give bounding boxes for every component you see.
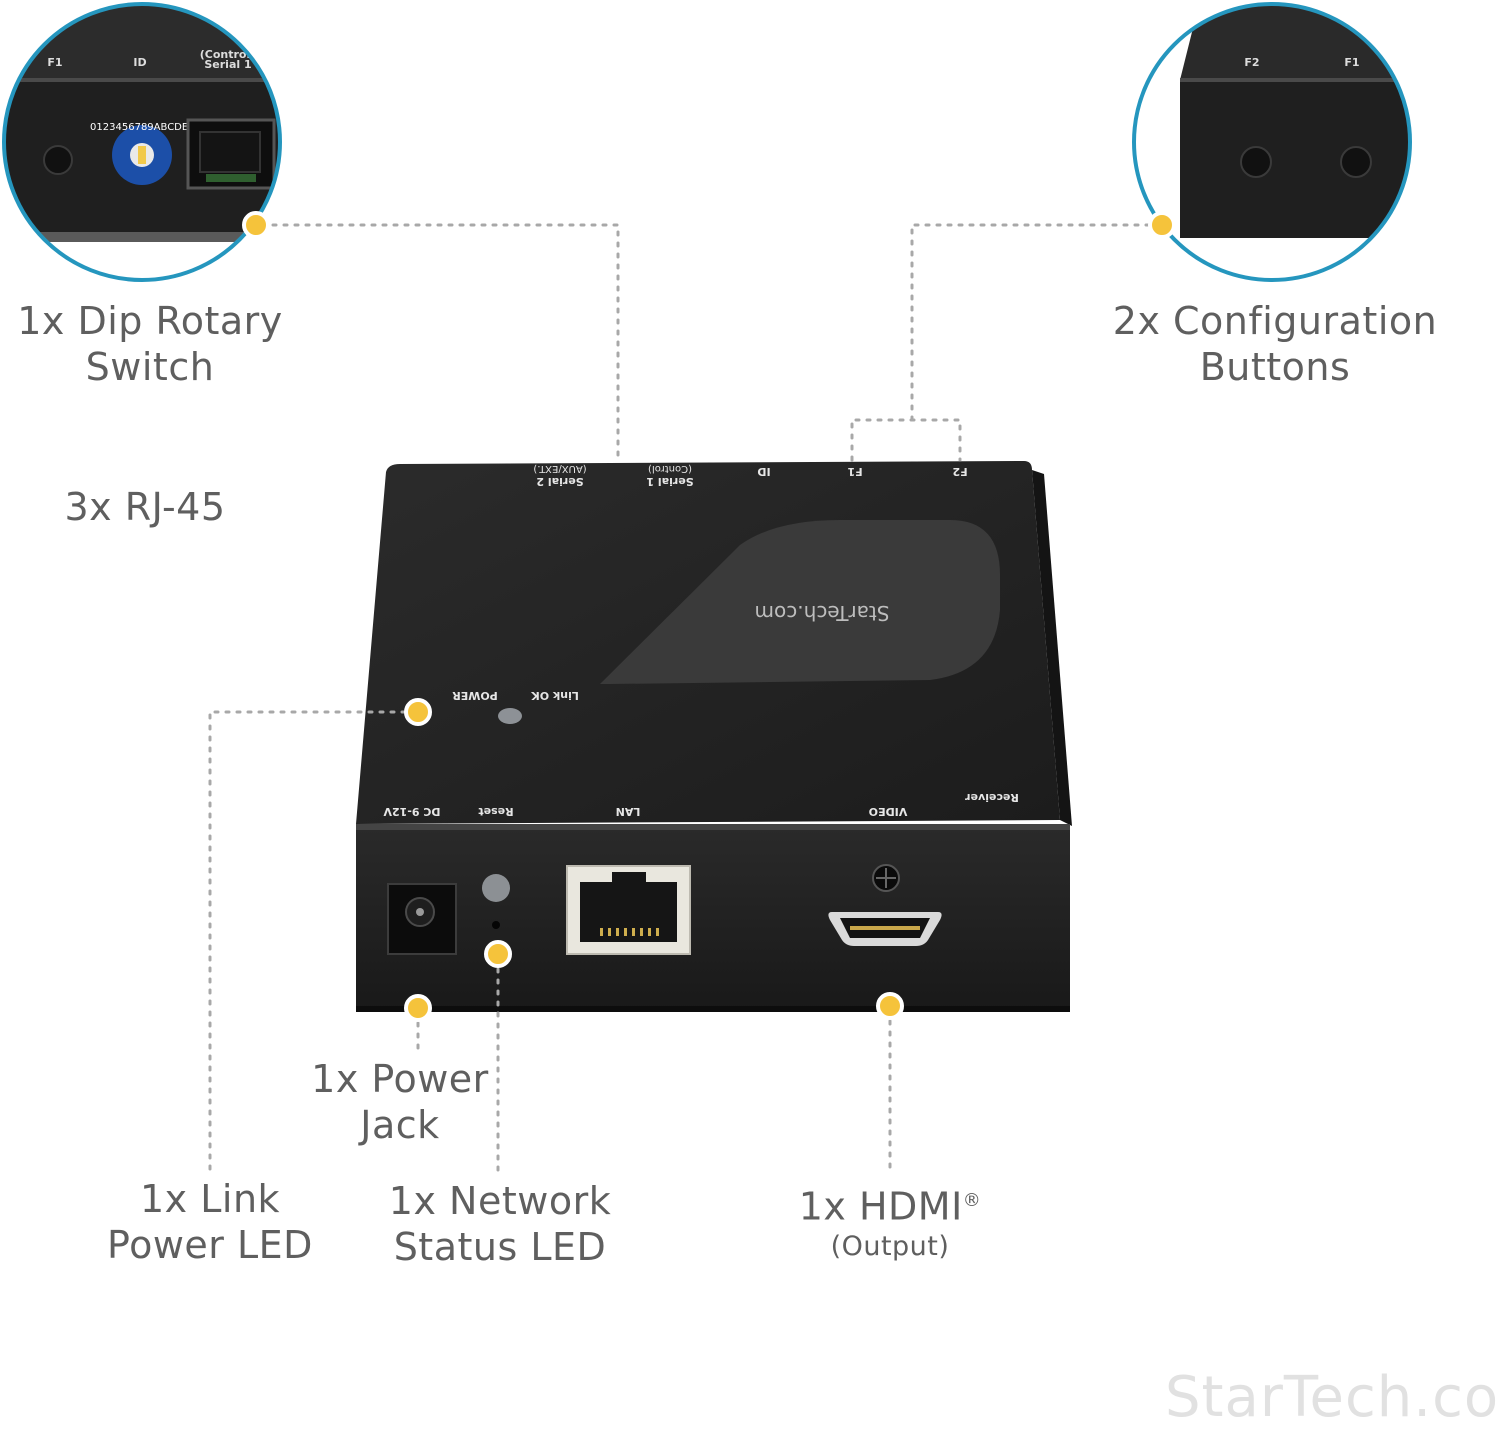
dot-network-led xyxy=(484,940,512,968)
link-power-led xyxy=(498,708,522,724)
label-receiver: Receiver xyxy=(965,791,1019,804)
zoom-left-id: ID xyxy=(133,56,146,69)
label-lan: LAN xyxy=(616,805,641,818)
hdmi-port-icon xyxy=(828,864,942,946)
dot-link-led xyxy=(404,698,432,726)
dot-hdmi xyxy=(876,992,904,1020)
label-f1: F1 xyxy=(847,465,862,478)
zoom-circle-left: 0123456789ABCDEF F1 ID (Control Serial 1 xyxy=(2,2,282,282)
dot-power-jack xyxy=(404,994,432,1022)
zoom-left-control: (Control xyxy=(200,48,251,61)
device-logo: StarTech.com xyxy=(755,601,890,625)
label-serial2-sub: (AUX/EXT.) xyxy=(533,463,586,474)
zoom-right-f2: F2 xyxy=(1244,56,1259,69)
dot-config-buttons xyxy=(1148,211,1176,239)
callout-dots xyxy=(242,211,1176,1022)
zoom-left-serial: Serial 1 xyxy=(204,58,251,71)
label-f2: F2 xyxy=(952,465,967,478)
leader-lines xyxy=(208,223,1162,1172)
zoom-left-f1: F1 xyxy=(47,56,62,69)
power-jack-icon xyxy=(387,883,457,955)
label-id: ID xyxy=(757,465,770,478)
label-serial2: Serial 2 xyxy=(536,475,583,488)
label-power: POWER xyxy=(452,689,498,702)
zoom-circle-right: F2 F1 xyxy=(1132,2,1412,282)
label-serial1: Serial 1 xyxy=(646,475,693,488)
reset-button xyxy=(482,874,510,902)
callout-power-jack: 1x Power Jack xyxy=(311,1057,489,1147)
callout-network-led: 1x Network Status LED xyxy=(388,1179,612,1269)
label-video: VIDEO xyxy=(869,805,908,818)
callout-hdmi: 1x HDMI® (Output) xyxy=(798,1184,982,1262)
config-button-f2 xyxy=(1240,146,1272,178)
zoom-right-f1: F1 xyxy=(1344,56,1359,69)
lan-port-icon xyxy=(566,865,691,955)
rj45-port-icon xyxy=(186,118,276,190)
network-status-led xyxy=(492,921,500,929)
rotary-dial-icon xyxy=(112,125,172,185)
config-button-f1 xyxy=(1340,146,1372,178)
callout-rj45: 3x RJ-45 xyxy=(64,485,226,529)
callout-dip-rotary: 1x Dip Rotary Switch xyxy=(17,299,283,389)
label-dc: DC 9-12V xyxy=(383,805,441,818)
label-link-ok: Link OK xyxy=(531,689,579,702)
label-serial1-sub: (Control) xyxy=(648,463,692,474)
callout-config-buttons: 2x Configuration Buttons xyxy=(1112,299,1438,389)
dot-dip-rotary xyxy=(242,211,270,239)
device-body: Serial 2 (AUX/EXT.) Serial 1 (Control) I… xyxy=(356,461,1072,1012)
callout-link-led: 1x Link Power LED xyxy=(107,1177,313,1267)
label-reset: Reset xyxy=(478,805,513,818)
rotary-digits: 0123456789ABCDEF xyxy=(90,122,194,133)
startech-watermark: StarTech.com xyxy=(1165,1365,1500,1430)
